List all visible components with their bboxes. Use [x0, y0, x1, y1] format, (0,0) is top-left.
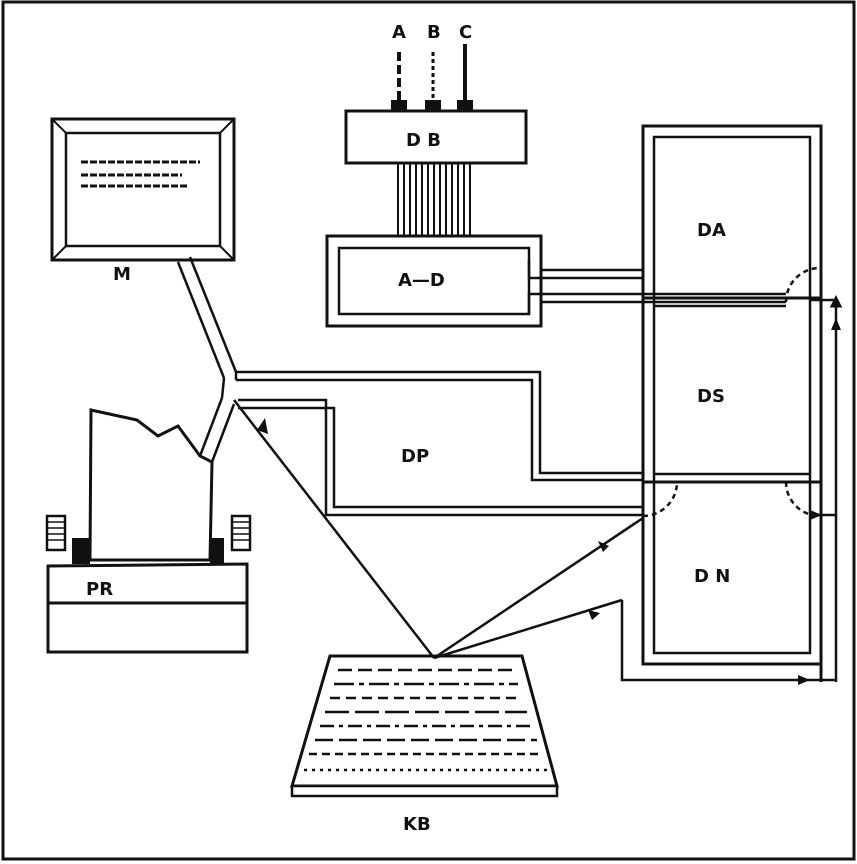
ad-box	[325, 234, 543, 328]
da-label: DA	[697, 220, 726, 241]
input-b-label: B	[427, 22, 441, 43]
printer-cable	[198, 397, 236, 463]
ad-label: A—D	[398, 270, 445, 291]
printer	[45, 408, 252, 654]
dp-label: DP	[401, 446, 429, 467]
keyboard-signals	[233, 399, 836, 682]
dn-label: D N	[694, 566, 730, 587]
screen-text-lines	[81, 160, 200, 188]
monitor-cable	[176, 256, 238, 379]
monitor-label: M	[113, 264, 131, 285]
ad-to-da-pipe	[527, 256, 786, 326]
printer-label: PR	[86, 579, 113, 600]
db-box	[344, 109, 528, 165]
keyboard	[289, 654, 559, 798]
storage-stack	[641, 124, 823, 666]
keyboard-label: KB	[403, 814, 431, 835]
input-a-label: A	[392, 22, 406, 43]
monitor	[50, 117, 236, 262]
signal-arrowheads	[257, 318, 841, 685]
db-label: D B	[406, 130, 441, 151]
ribbon-cable	[397, 163, 471, 236]
ds-label: DS	[697, 386, 725, 407]
input-lines	[391, 44, 473, 111]
dp-pipe	[220, 370, 643, 517]
input-c-label: C	[459, 22, 472, 43]
right-return-channel	[810, 270, 843, 682]
